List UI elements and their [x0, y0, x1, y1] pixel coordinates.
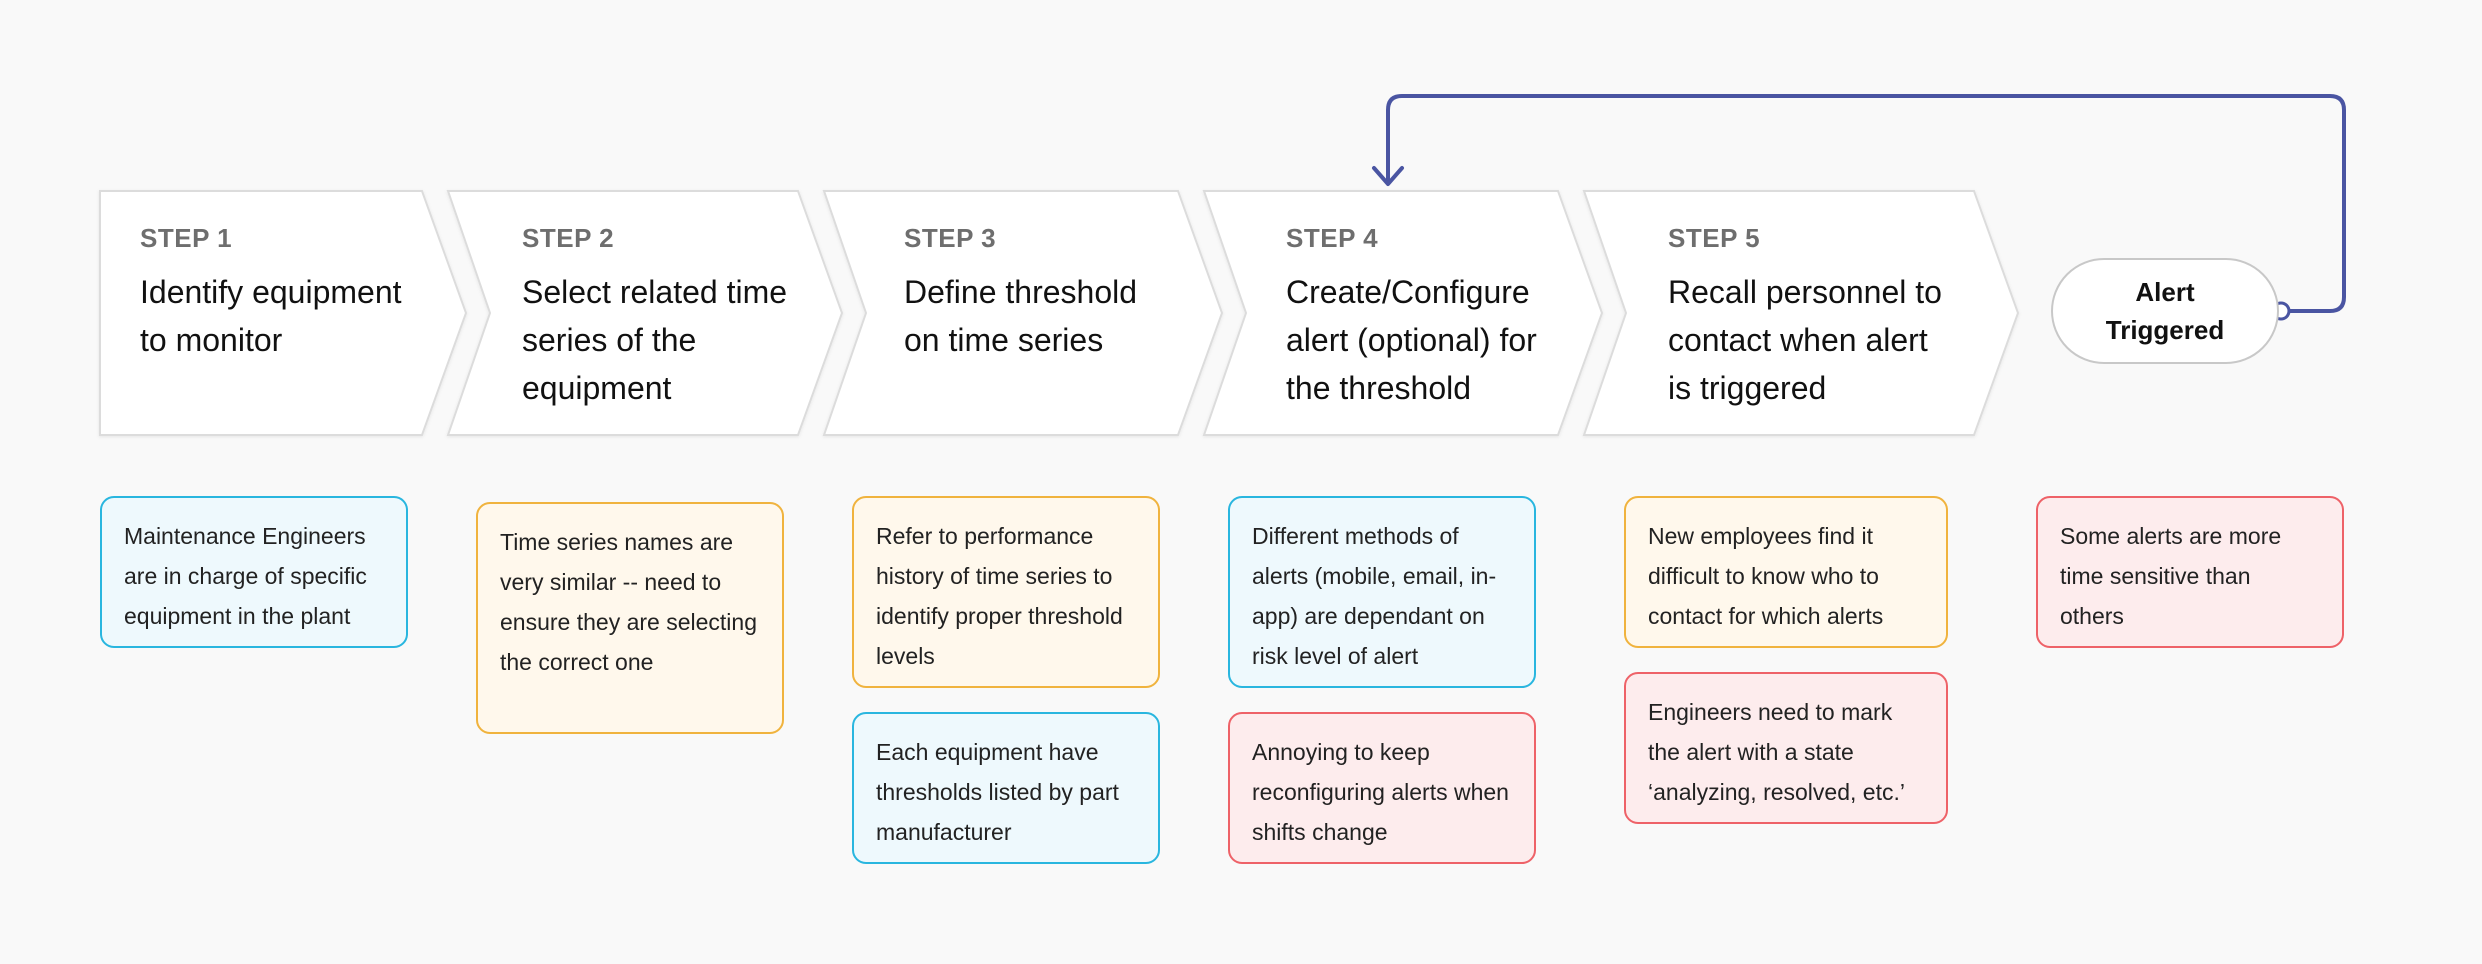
step-4-chevron	[1202, 190, 1604, 436]
step-label: STEP 5	[1668, 223, 1761, 253]
step-4: STEP 4 Create/Configure alert (optional)…	[1286, 222, 1537, 412]
step-title: Select related time series of the equipm…	[522, 274, 788, 406]
note-step-3-manufacturer-thresholds: Each equipment have thresholds listed by…	[852, 712, 1160, 864]
step-2-chevron	[446, 190, 844, 436]
note-step-4-alert-methods: Different methods of alerts (mobile, ema…	[1228, 496, 1536, 688]
step-5: STEP 5 Recall personnel to contact when …	[1668, 222, 1942, 412]
step-3: STEP 3 Define threshold on time series	[904, 222, 1137, 364]
step-label: STEP 2	[522, 223, 615, 253]
note-step-1-maintenance-engineers: Maintenance Engineers are in charge of s…	[100, 496, 408, 648]
alert-triggered-node: Alert Triggered	[2051, 258, 2279, 364]
note-step-3-performance-history: Refer to performance history of time ser…	[852, 496, 1160, 688]
connector-arrowhead-icon	[1372, 166, 1404, 186]
note-step-2-similar-names: Time series names are very similar -- ne…	[476, 502, 784, 734]
step-label: STEP 1	[140, 223, 233, 253]
step-title: Recall personnel to contact when alert i…	[1668, 274, 1942, 406]
step-3-chevron	[822, 190, 1224, 436]
step-title: Define threshold on time series	[904, 274, 1138, 358]
note-step-4-reconfiguring-alerts: Annoying to keep reconfiguring alerts wh…	[1228, 712, 1536, 864]
step-label: STEP 3	[904, 223, 997, 253]
step-5-chevron	[1582, 190, 2020, 436]
step-title: Identify equipment to monitor	[140, 274, 402, 358]
note-step-5-new-employees: New employees find it difficult to know …	[1624, 496, 1948, 648]
feedback-connector	[1386, 94, 2346, 313]
note-alert-time-sensitive: Some alerts are more time sensitive than…	[2036, 496, 2344, 648]
step-title: Create/Configure alert (optional) for th…	[1286, 274, 1537, 406]
note-step-5-alert-state: Engineers need to mark the alert with a …	[1624, 672, 1948, 824]
step-1-chevron	[99, 190, 468, 436]
step-1: STEP 1 Identify equipment to monitor	[140, 222, 402, 364]
step-label: STEP 4	[1286, 223, 1379, 253]
step-2: STEP 2 Select related time series of the…	[522, 222, 787, 412]
